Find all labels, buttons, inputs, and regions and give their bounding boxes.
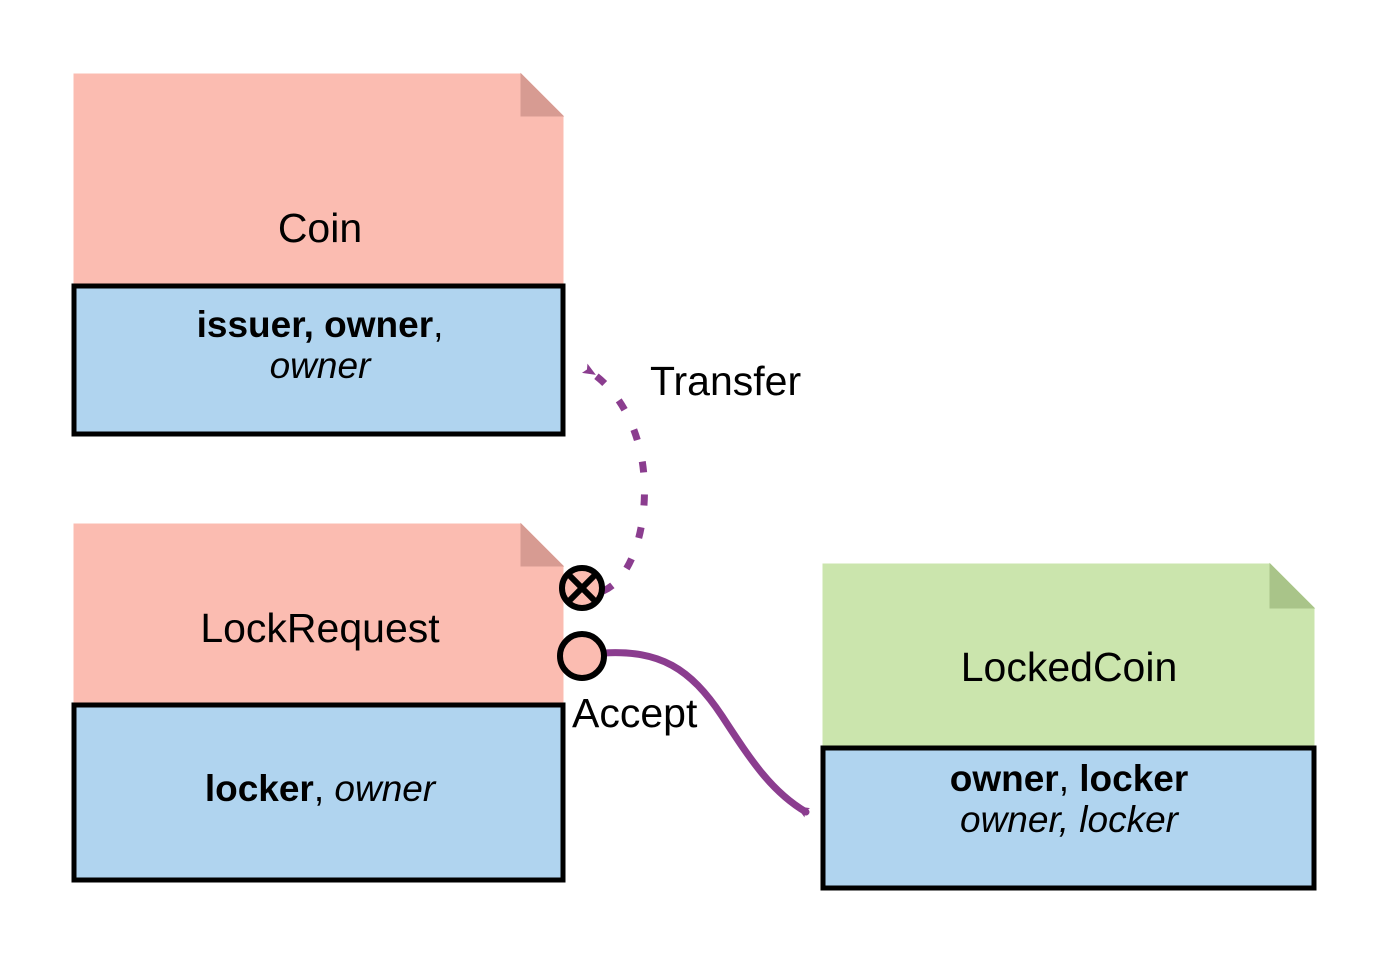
lockrequest-header-body bbox=[73, 523, 564, 706]
accept-edge-path bbox=[600, 649, 811, 818]
crossed-circle-icon[interactable] bbox=[559, 565, 605, 611]
node-lockedcoin-shape bbox=[820, 562, 1317, 891]
lockedcoin-fold-corner-icon bbox=[1269, 562, 1316, 609]
transfer-edge-path bbox=[581, 363, 648, 595]
connector-accept[interactable] bbox=[600, 649, 811, 818]
transfer-label: Transfer bbox=[650, 358, 802, 404]
node-coin[interactable]: Coin issuer, owner, owner bbox=[70, 70, 570, 438]
node-lockrequest[interactable]: LockRequest locker, owner bbox=[70, 520, 570, 886]
lockedcoin-attributes-box bbox=[820, 745, 1317, 891]
coin-title: Coin bbox=[277, 205, 363, 251]
lockrequest-attr-1-part-2: , bbox=[313, 768, 335, 809]
coin-attr-1-part-2: , bbox=[433, 304, 444, 345]
lockrequest-fold-corner-icon bbox=[520, 522, 565, 567]
lockedcoin-attr-1-part-3: locker bbox=[1079, 758, 1189, 799]
lockedcoin-attr-line-2: owner, locker bbox=[819, 799, 1319, 840]
lockrequest-attr-line-1: locker, owner bbox=[70, 768, 570, 809]
circle-icon[interactable] bbox=[557, 631, 607, 681]
node-coin-shape bbox=[71, 72, 566, 437]
coin-attr-line-2: owner bbox=[70, 345, 570, 386]
lockedcoin-attributes: owner, locker owner, locker bbox=[819, 758, 1319, 841]
connector-transfer[interactable] bbox=[581, 363, 648, 595]
lockedcoin-attr-1-part-2: , bbox=[1058, 758, 1080, 799]
lockedcoin-attr-1-part-1: owner bbox=[949, 758, 1059, 799]
coin-attr-2-part-1: owner bbox=[269, 345, 371, 387]
coin-attr-line-1: issuer, owner, bbox=[70, 304, 570, 345]
lockedcoin-title: LockedCoin bbox=[960, 644, 1178, 690]
coin-attributes: issuer, owner, owner bbox=[70, 304, 570, 387]
coin-attr-1-part-1: issuer, owner bbox=[196, 304, 434, 345]
coin-attributes-box bbox=[71, 283, 566, 437]
coin-fold-corner-icon bbox=[520, 72, 565, 117]
node-lockedcoin[interactable]: LockedCoin owner, locker owner, locker bbox=[819, 560, 1319, 894]
lockedcoin-attr-2-part-1: owner, locker bbox=[960, 799, 1178, 841]
lockrequest-title: LockRequest bbox=[200, 605, 440, 651]
lockrequest-attributes-box bbox=[71, 702, 566, 883]
lockrequest-attributes: locker, owner bbox=[70, 768, 570, 809]
node-lockrequest-shape bbox=[71, 522, 566, 883]
lockrequest-attr-1-part-1: locker bbox=[204, 768, 314, 809]
lockrequest-attr-1-part-3: owner bbox=[334, 768, 436, 809]
accept-label: Accept bbox=[572, 690, 698, 736]
lockedcoin-attr-line-1: owner, locker bbox=[819, 758, 1319, 799]
coin-header-body bbox=[73, 73, 564, 287]
lockedcoin-header-body bbox=[822, 563, 1315, 749]
